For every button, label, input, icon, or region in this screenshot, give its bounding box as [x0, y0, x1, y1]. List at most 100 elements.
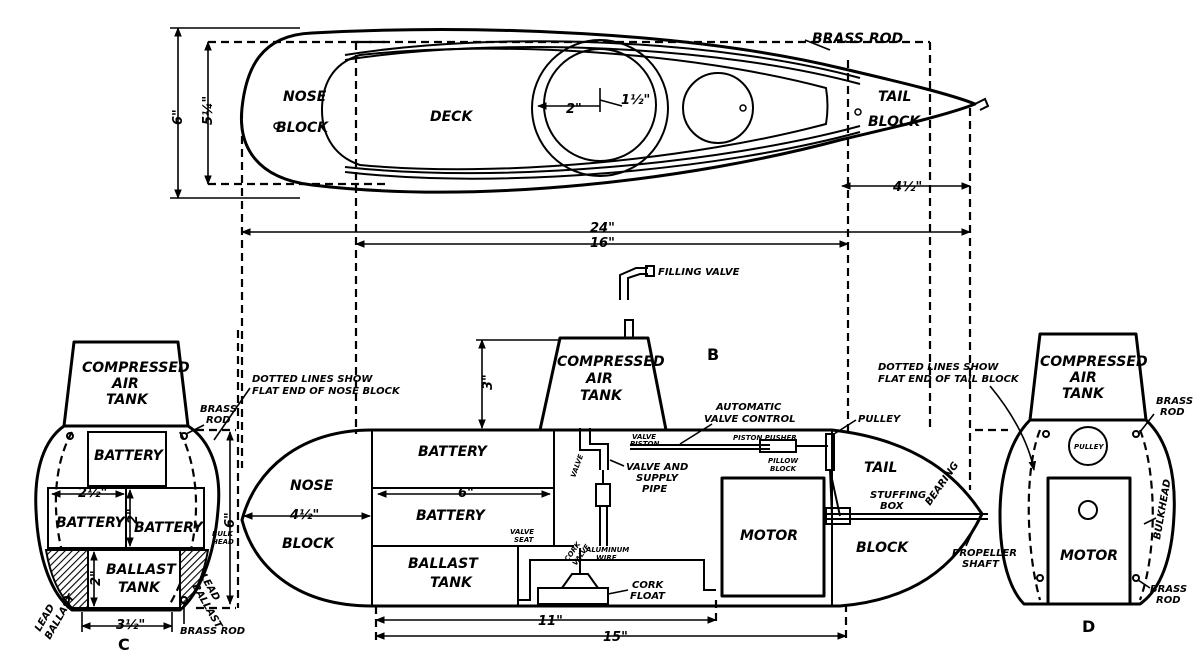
tank-3in-label: 3" [481, 374, 496, 390]
cork-valve [560, 573, 600, 589]
hull-side-outline [240, 428, 984, 608]
valve-supply-pipe [579, 428, 609, 470]
section-d-note-2: FLAT END OF TAIL BLOCK [878, 374, 1020, 385]
section-c-ballast-label-2: TANK [118, 580, 161, 596]
stuffing-label-2: BOX [880, 501, 905, 512]
block-label: BLOCK [276, 120, 329, 136]
stuffing-box [825, 507, 851, 525]
nose-block-label: BLOCK [282, 536, 335, 552]
hatch-outer-circle [531, 39, 669, 177]
section-d-motor [1046, 476, 1132, 606]
lead-ballast-left [44, 549, 89, 609]
tank-label-3: TANK [580, 388, 623, 404]
valve-body [595, 483, 611, 507]
hatch-1-5in-label: 1½" [621, 93, 650, 108]
bearing-label: BEARING [923, 460, 961, 507]
section-d-hull [998, 418, 1176, 606]
section-d-hull-dotted [1027, 429, 1154, 601]
pulley-label: PULLEY [858, 414, 902, 425]
section-c-bulkhead-2: HEAD [212, 538, 234, 546]
hatch-2in-label: 2" [566, 102, 582, 117]
section-d-pulley-label: PULLEY [1074, 443, 1105, 451]
section-c-tank-label-1: COMPRESSED [82, 360, 190, 376]
cork-float-label-2: FLOAT [630, 591, 666, 602]
hull-plan-outline [239, 28, 977, 194]
length-11in-label: 11" [538, 614, 563, 629]
view-d-label: D [1082, 617, 1095, 636]
section-c-bulkhead-1: BULK [212, 530, 233, 538]
screw-hole [854, 108, 862, 116]
lead-ballast-right [179, 549, 210, 609]
section-c-brass-rod-1: BRASS [200, 404, 237, 415]
tail-label: TAIL [878, 89, 911, 105]
motor-label: MOTOR [740, 528, 798, 544]
valve-supply-label-3: PIPE [642, 484, 667, 495]
section-c-ballast-label-1: BALLAST [106, 562, 177, 578]
nose-label: NOSE [290, 478, 334, 494]
height-6in-label: 6" [223, 512, 238, 528]
automatic-label-1: AUTOMATIC [715, 402, 782, 413]
section-d-motor-label: MOTOR [1060, 548, 1118, 564]
battery-mid-label: BATTERY [416, 508, 487, 524]
screw-hole [739, 104, 747, 112]
tail-label: TAIL [864, 460, 897, 476]
cork-float-label-1: CORK [632, 580, 665, 591]
section-c-view: COMPRESSED AIR TANK BATTERY BATTERY BATT… [33, 340, 401, 654]
section-d-bulkhead-label: BULKHEAD [1152, 478, 1173, 540]
section-d-brass-rod-b1: BRASS [1150, 584, 1187, 595]
valve-seat-label-2: SEAT [514, 536, 535, 544]
section-c-brass-rod-bottom: BRASS ROD [180, 626, 245, 637]
ballast-label-1: BALLAST [408, 556, 479, 572]
side-elevation-view: FILLING VALVE B COMPRESSED AIR TANK 3" B… [223, 265, 1017, 645]
section-d-pulley [1068, 426, 1108, 466]
section-c-battery-right [125, 487, 205, 549]
section-c-3-5in-label: 3½" [116, 618, 145, 633]
section-c-2in-label-a: 2" [126, 508, 141, 524]
deck-label: DECK [430, 109, 473, 125]
battery-6in-label: 6" [458, 486, 474, 501]
float-well [517, 559, 716, 606]
ballast-tank [371, 545, 519, 607]
filling-valve-label: FILLING VALVE [658, 267, 740, 278]
length-16in-label: 16" [590, 236, 615, 251]
filling-valve-pipe [619, 267, 648, 300]
ballast-label-2: TANK [430, 575, 473, 591]
battery-top-label: BATTERY [418, 444, 489, 460]
section-c-tank-label-3: TANK [106, 392, 149, 408]
nose-label: NOSE [283, 89, 327, 105]
section-c-hull [34, 424, 221, 612]
projection-lines [196, 40, 1008, 610]
motor-side [720, 476, 826, 598]
width-5-25in-label: 5¼" [201, 96, 216, 125]
view-b-label: B [707, 345, 719, 364]
section-d-view: COMPRESSED AIR TANK PULLEY MOTOR DOTTED … [878, 332, 1193, 636]
section-d-brass-rod-b2: ROD [1156, 595, 1181, 606]
section-d-tank-label-1: COMPRESSED [1040, 354, 1148, 370]
section-d-tank-label-3: TANK [1062, 386, 1105, 402]
section-c-2-5in-label: 2½" [78, 486, 107, 501]
section-c-brass-rod-2: ROD [206, 415, 231, 426]
cork-float [537, 587, 609, 605]
tank-label-2: AIR [585, 371, 613, 387]
section-d-note-1: DOTTED LINES SHOW [878, 362, 999, 373]
length-15in-label: 15" [603, 630, 628, 645]
section-c-note-1: DOTTED LINES SHOW [252, 374, 373, 385]
pillow-label-2: BLOCK [770, 465, 797, 473]
valve-supply-label-2: SUPPLY [636, 473, 680, 484]
stuffing-label-1: STUFFING [870, 490, 926, 501]
tail-block-label: BLOCK [868, 114, 921, 130]
brass-rod-bottom-2 [344, 125, 861, 175]
top-plan-view: BRASS ROD NOSE BLOCK DECK 2" 1½" TAIL BL… [170, 27, 990, 251]
section-d-tank-label-2: AIR [1069, 370, 1097, 386]
hatch-dimension-line-2 [599, 99, 623, 107]
aluminum-wire-label-1: ALUMINUM [585, 546, 629, 554]
section-c-battery-2: BATTERY [56, 515, 127, 531]
valve-piston-label-2: PISTON [630, 440, 660, 448]
section-d-brass-rod-1: BRASS [1156, 396, 1193, 407]
propeller-shaft-label-1: PROPELLER [952, 548, 1017, 559]
tail-4-5in-label: 4½" [892, 180, 922, 195]
block-label: BLOCK [856, 540, 909, 556]
second-hatch-circle [682, 72, 754, 144]
tail-fitting-icon [974, 97, 990, 111]
valve-seat-label-1: VALVE [510, 528, 534, 536]
